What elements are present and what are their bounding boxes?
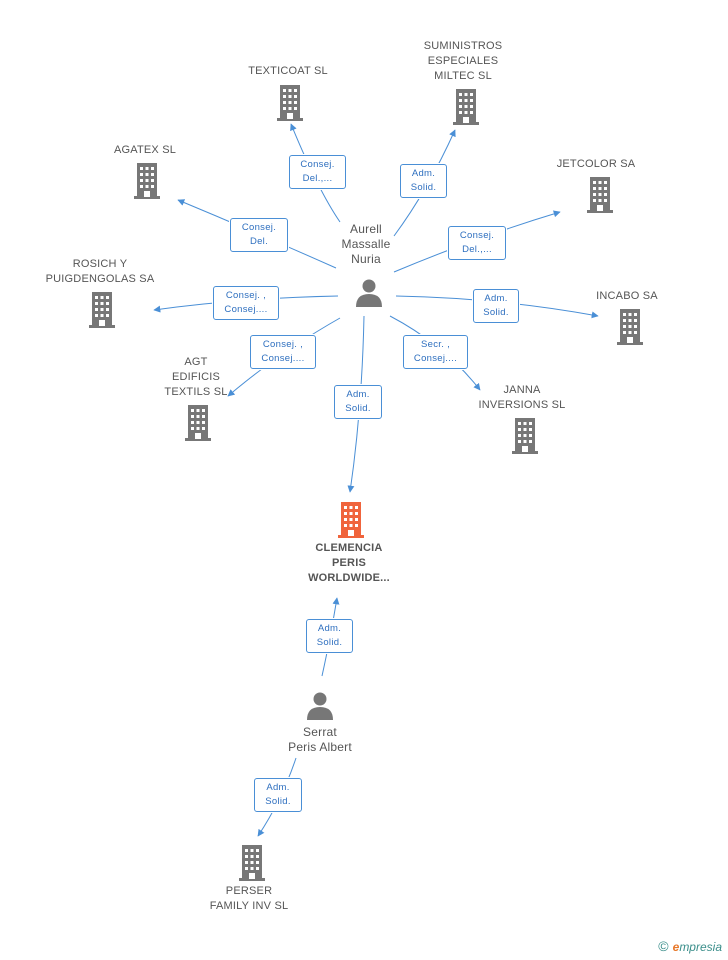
relation-badge[interactable]: Consej. , Consej.... [213, 286, 279, 320]
relation-badge[interactable]: Adm. Solid. [306, 619, 353, 653]
relation-badge[interactable]: Consej. , Consej.... [250, 335, 316, 369]
building-icon[interactable] [237, 845, 267, 881]
building-icon[interactable] [615, 309, 645, 345]
person-icon[interactable] [305, 690, 335, 720]
person-label: Serrat Peris Albert [288, 725, 352, 754]
brand-initial: e [672, 940, 680, 954]
main-company[interactable]: CLEMENCIA PERIS WORLDWIDE... [288, 541, 410, 586]
person-serrat[interactable]: Serrat Peris Albert [262, 725, 378, 755]
building-icon[interactable] [183, 405, 213, 441]
person-aurell[interactable]: Aurell Massalle Nuria [318, 222, 414, 267]
relation-badge[interactable]: Adm. Solid. [473, 289, 519, 323]
main-company-label: CLEMENCIA PERIS WORLDWIDE... [308, 542, 390, 584]
building-icon[interactable] [132, 163, 162, 199]
company-label: INCABO SA [596, 290, 658, 302]
company-label: AGATEX SL [113, 144, 177, 156]
brand-name: mpresia [679, 940, 722, 954]
company-texticoat[interactable]: TEXTICOAT SL [226, 64, 350, 79]
company-incabo[interactable]: INCABO SA [576, 289, 678, 304]
company-jetcolor[interactable]: JETCOLOR SA [540, 157, 652, 172]
company-agatex[interactable]: AGATEX SL [90, 143, 200, 158]
relation-badge[interactable]: Secr. , Consej.... [403, 335, 468, 369]
building-icon[interactable] [451, 89, 481, 125]
relation-badge[interactable]: Consej. Del.,... [448, 226, 506, 260]
empresia-logo[interactable]: ©empresia [658, 938, 722, 954]
building-icon[interactable] [87, 292, 117, 328]
company-janna[interactable]: JANNA INVERSIONS SL [466, 383, 578, 413]
relation-badge[interactable]: Adm. Solid. [400, 164, 447, 198]
relation-badge[interactable]: Adm. Solid. [254, 778, 302, 812]
company-label: SUMINISTROS ESPECIALES MILTEC SL [423, 40, 503, 82]
company-label: JANNA INVERSIONS SL [478, 384, 566, 411]
company-suministros[interactable]: SUMINISTROS ESPECIALES MILTEC SL [403, 39, 523, 84]
relation-badge[interactable]: Consej. Del. [230, 218, 288, 252]
company-label: TEXTICOAT SL [248, 65, 328, 77]
building-icon[interactable] [510, 418, 540, 454]
person-icon[interactable] [354, 277, 384, 307]
main-building-icon[interactable] [336, 502, 366, 538]
relation-badge[interactable]: Adm. Solid. [334, 385, 382, 419]
company-agt[interactable]: AGT EDIFICIS TEXTILS SL [146, 355, 246, 400]
person-label: Aurell Massalle Nuria [341, 222, 391, 266]
company-label: JETCOLOR SA [556, 158, 636, 170]
building-icon[interactable] [275, 85, 305, 121]
building-icon[interactable] [585, 177, 615, 213]
relation-badge[interactable]: Consej. Del.,... [289, 155, 346, 189]
company-label: AGT EDIFICIS TEXTILS SL [164, 356, 228, 398]
company-label: ROSICH Y PUIGDENGOLAS SA [45, 258, 155, 285]
copyright-icon: © [658, 938, 669, 954]
company-label: PERSER FAMILY INV SL [209, 885, 289, 912]
company-rosich[interactable]: ROSICH Y PUIGDENGOLAS SA [30, 257, 170, 287]
company-perser[interactable]: PERSER FAMILY INV SL [194, 884, 304, 914]
